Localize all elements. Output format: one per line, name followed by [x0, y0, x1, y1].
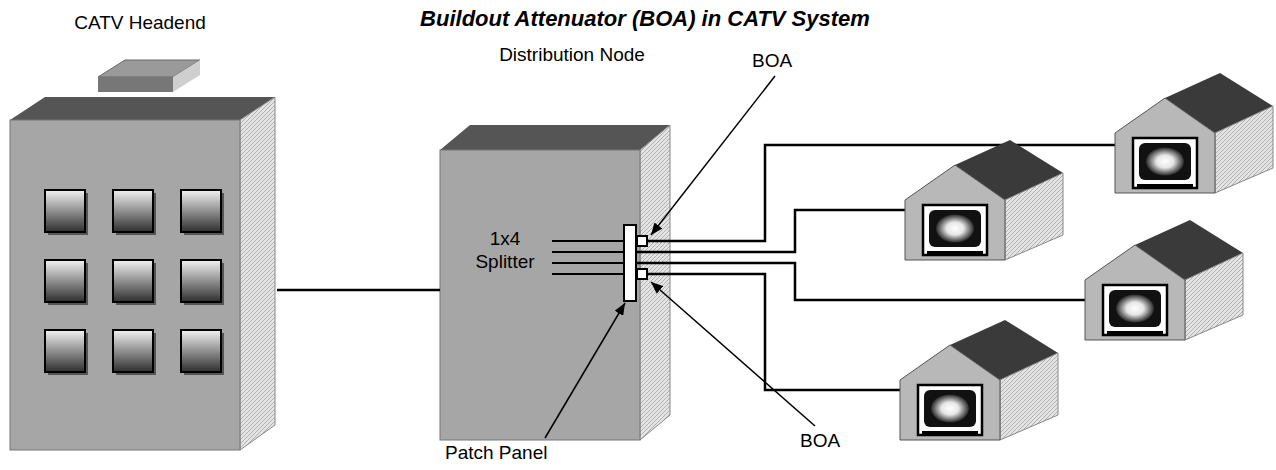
- boa-attenuator: [637, 269, 647, 279]
- house: [1115, 73, 1273, 193]
- node-heading: CATV Headend: [55, 12, 225, 35]
- boa-attenuator: [637, 236, 647, 246]
- window: [181, 190, 224, 235]
- node-heading: Distribution Node: [472, 44, 672, 67]
- node-text: 1x4 Splitter: [465, 228, 545, 274]
- window: [181, 260, 224, 305]
- window: [45, 260, 88, 305]
- headend-building: [10, 60, 275, 450]
- callout-label: BOA: [752, 50, 792, 73]
- diagram-title: Buildout Attenuator (BOA) in CATV System: [245, 6, 1045, 32]
- house: [900, 320, 1058, 440]
- patch-panel: [624, 225, 636, 301]
- window: [113, 190, 156, 235]
- building-node: CATV Headend: [5, 8, 277, 455]
- window: [113, 260, 156, 305]
- splitter-outputs: [552, 241, 624, 274]
- callout-label: Patch Panel: [445, 442, 547, 465]
- building-node: Distribution Node 1x4 Splitter: [440, 35, 672, 445]
- leader-lines: [545, 76, 815, 438]
- distribution-building: [440, 125, 670, 440]
- house: [905, 140, 1063, 260]
- window: [45, 190, 88, 235]
- window: [113, 330, 156, 375]
- house: [1085, 220, 1243, 340]
- window: [181, 330, 224, 375]
- cable-connector: [277, 289, 440, 292]
- callout-label: BOA: [800, 430, 840, 453]
- window: [45, 330, 88, 375]
